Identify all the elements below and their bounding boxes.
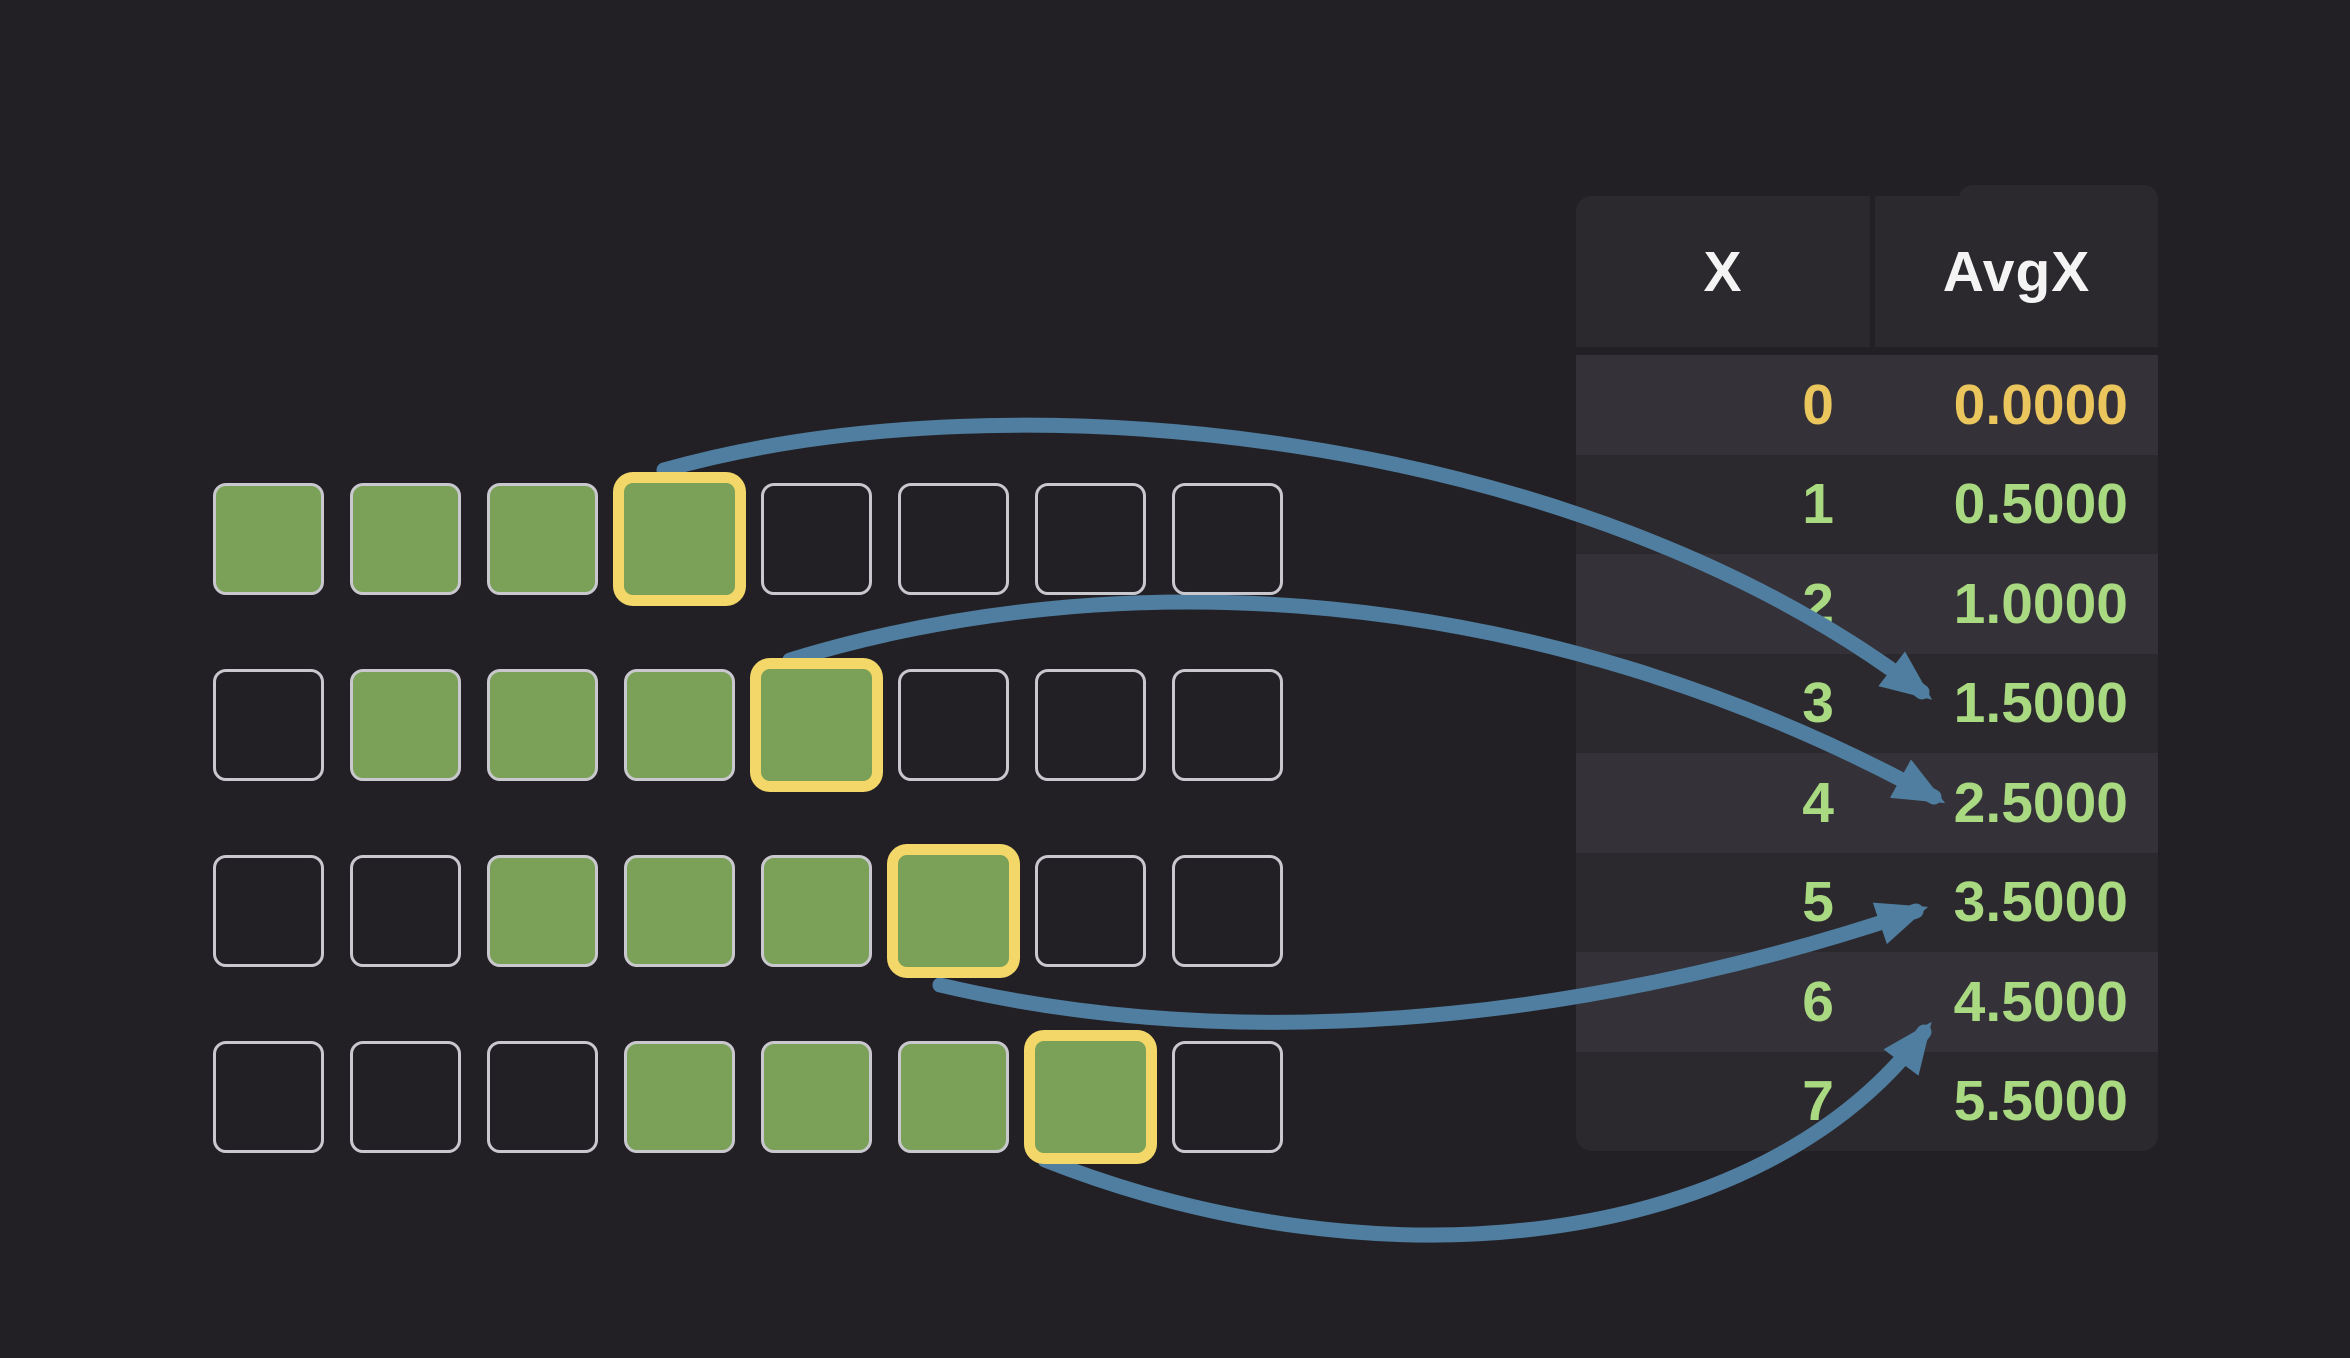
table-row-x6: 6 4.5000 bbox=[1576, 952, 2158, 1052]
avg-table: X AvgX 0 0.0000 1 0.5000 2 1.0000 3 1.5000 4 2.50… bbox=[1576, 196, 2158, 1151]
grid-cell-r1-c0-empty bbox=[213, 669, 324, 781]
grid-cell-r0-c4-empty bbox=[761, 483, 872, 595]
table-row-x3: 3 1.5000 bbox=[1576, 653, 2158, 753]
column-header-avgx: AvgX bbox=[1942, 239, 2091, 304]
grid-cell-r0-c2-filled bbox=[487, 483, 598, 595]
grid-cell-r3-c2-empty bbox=[487, 1041, 598, 1153]
grid-row-1 bbox=[213, 669, 1283, 781]
grid-cell-r1-c6-empty bbox=[1035, 669, 1146, 781]
grid-cell-r0-c7-empty bbox=[1172, 483, 1283, 595]
grid-cell-r0-c0-filled bbox=[213, 483, 324, 595]
grid-cell-r3-c7-empty bbox=[1172, 1041, 1283, 1153]
avgx-value: 3.5000 bbox=[1953, 870, 2128, 935]
grid-cell-r3-c3-filled bbox=[624, 1041, 735, 1153]
grid-cell-r3-c0-empty bbox=[213, 1041, 324, 1153]
grid-cell-r1-c4-current bbox=[761, 669, 872, 781]
grid-row-0 bbox=[213, 483, 1283, 595]
grid-row-2 bbox=[213, 855, 1283, 967]
grid-cell-r0-c3-current bbox=[624, 483, 735, 595]
table-row-x5: 5 3.5000 bbox=[1576, 852, 2158, 952]
x-value: 0 bbox=[1802, 372, 1834, 437]
table-row-x7: 7 5.5000 bbox=[1576, 1051, 2158, 1151]
table-row-x4: 4 2.5000 bbox=[1576, 753, 2158, 853]
grid-cell-r0-c6-empty bbox=[1035, 483, 1146, 595]
avgx-value: 5.5000 bbox=[1953, 1069, 2128, 1134]
grid-cell-r2-c5-current bbox=[898, 855, 1009, 967]
window-grid bbox=[213, 483, 1283, 1153]
grid-cell-r1-c5-empty bbox=[898, 669, 1009, 781]
table-header: X AvgX bbox=[1576, 196, 2158, 355]
x-value: 6 bbox=[1802, 969, 1834, 1034]
x-value: 3 bbox=[1802, 671, 1834, 736]
grid-cell-r3-c5-filled bbox=[898, 1041, 1009, 1153]
table-body: 0 0.0000 1 0.5000 2 1.0000 3 1.5000 4 2.5000 5 3.50… bbox=[1576, 355, 2158, 1151]
grid-cell-r0-c1-filled bbox=[350, 483, 461, 595]
table-row-x1: 1 0.5000 bbox=[1576, 454, 2158, 554]
grid-cell-r3-c6-current bbox=[1035, 1041, 1146, 1153]
grid-cell-r2-c2-filled bbox=[487, 855, 598, 967]
grid-row-3 bbox=[213, 1041, 1283, 1153]
table-row-x2: 2 1.0000 bbox=[1576, 554, 2158, 654]
avgx-value: 4.5000 bbox=[1953, 969, 2128, 1034]
grid-cell-r0-c5-empty bbox=[898, 483, 1009, 595]
x-value: 7 bbox=[1802, 1069, 1834, 1134]
table-row-x0: 0 0.0000 bbox=[1576, 355, 2158, 455]
grid-cell-r2-c6-empty bbox=[1035, 855, 1146, 967]
grid-cell-r2-c1-empty bbox=[350, 855, 461, 967]
avgx-value: 0.0000 bbox=[1953, 372, 2128, 437]
grid-cell-r1-c1-filled bbox=[350, 669, 461, 781]
grid-cell-r1-c7-empty bbox=[1172, 669, 1283, 781]
x-value: 4 bbox=[1802, 770, 1834, 835]
avgx-value: 1.5000 bbox=[1953, 671, 2128, 736]
column-header-x: X bbox=[1703, 239, 1743, 304]
x-value: 5 bbox=[1802, 870, 1834, 935]
grid-cell-r1-c2-filled bbox=[487, 669, 598, 781]
avgx-value: 0.5000 bbox=[1953, 472, 2128, 537]
avgx-value: 2.5000 bbox=[1953, 770, 2128, 835]
grid-cell-r3-c1-empty bbox=[350, 1041, 461, 1153]
avgx-value: 1.0000 bbox=[1953, 571, 2128, 636]
x-value: 1 bbox=[1802, 472, 1834, 537]
grid-cell-r2-c0-empty bbox=[213, 855, 324, 967]
grid-cell-r1-c3-filled bbox=[624, 669, 735, 781]
grid-cell-r2-c7-empty bbox=[1172, 855, 1283, 967]
grid-cell-r2-c4-filled bbox=[761, 855, 872, 967]
grid-cell-r2-c3-filled bbox=[624, 855, 735, 967]
header-divider bbox=[1870, 196, 1875, 347]
x-value: 2 bbox=[1802, 571, 1834, 636]
grid-cell-r3-c4-filled bbox=[761, 1041, 872, 1153]
